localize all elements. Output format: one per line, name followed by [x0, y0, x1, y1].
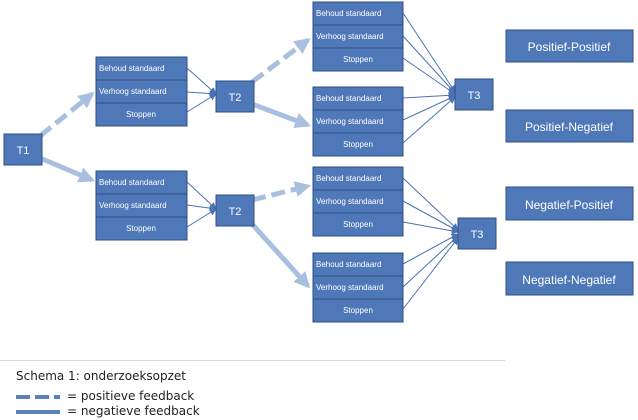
node-t1: T1 — [3, 133, 43, 166]
outcome-positief-negatief: Positief-Negatief — [505, 109, 634, 143]
arrow-thin — [186, 67, 217, 95]
arrow-thin — [402, 91, 456, 99]
option-stop: Stoppen — [343, 220, 373, 229]
option-stop: Stoppen — [126, 224, 156, 233]
arrow-thin — [402, 57, 456, 95]
option-stop: Stoppen — [126, 110, 156, 119]
arrow-t1-upper-dashed — [38, 91, 95, 138]
option-group-t1-upper: Behoud standaard Verhoog standaard Stopp… — [95, 56, 188, 127]
option-keep-standard: Behoud standaard — [316, 174, 381, 183]
node-t3-label: T3 — [468, 90, 481, 102]
outcome-label: Positief-Positief — [528, 40, 611, 54]
arrow-t1-lower-solid — [39, 155, 95, 183]
solid-line-icon — [16, 410, 60, 414]
option-group-pp: Behoud standaard Verhoog standaard Stopp… — [312, 1, 404, 72]
node-t3-upper: T3 — [454, 78, 494, 111]
arrow-thin — [402, 235, 459, 288]
node-t2-upper: T2 — [215, 80, 255, 113]
arrow-thin — [402, 221, 459, 235]
legend-label-negative: = negatieve feedback — [67, 404, 200, 418]
outcome-positief-positief: Positief-Positief — [505, 29, 634, 63]
outcome-negatief-negatief: Negatief-Negatief — [505, 261, 634, 296]
option-group-pn: Behoud standaard Verhoog standaard Stopp… — [312, 86, 404, 157]
legend: Schema 1: onderzoeksopzet = positieve fe… — [0, 360, 505, 420]
arrow-t2-upper-solid — [251, 101, 311, 128]
option-raise-standard: Verhoog standaard — [316, 283, 384, 292]
research-design-diagram: T1 T2 T2 T3 T3 Behoud standaard Verhoog … — [3, 1, 634, 323]
option-stop: Stoppen — [343, 55, 373, 64]
arrow-t2-lower-dashed — [251, 181, 312, 203]
option-stop: Stoppen — [343, 306, 373, 315]
option-group-t1-lower: Behoud standaard Verhoog standaard Stopp… — [95, 170, 188, 241]
outcome-label: Negatief-Positief — [525, 198, 614, 212]
arrow-thin — [402, 177, 459, 231]
option-keep-standard: Behoud standaard — [316, 9, 381, 18]
outcome-label: Negatief-Negatief — [522, 273, 616, 287]
option-stop: Stoppen — [343, 140, 373, 149]
option-keep-standard: Behoud standaard — [99, 178, 164, 187]
arrow-thin — [186, 208, 217, 228]
option-raise-standard: Verhoog standaard — [316, 117, 384, 126]
option-raise-standard: Verhoog standaard — [316, 32, 384, 41]
arrow-thin — [186, 204, 217, 212]
outcome-label: Positief-Negatief — [525, 120, 614, 134]
arrow-thin — [402, 12, 456, 93]
node-t2-label: T2 — [229, 206, 242, 218]
arrow-thin — [402, 237, 459, 310]
node-t3-label: T3 — [471, 229, 484, 241]
arrow-thin — [402, 233, 459, 265]
legend-label-positive: = positieve feedback — [67, 389, 195, 403]
option-raise-standard: Verhoog standaard — [99, 201, 167, 210]
node-t3-lower: T3 — [457, 217, 497, 250]
arrow-thin — [186, 93, 217, 113]
outcome-negatief-positief: Negatief-Positief — [505, 186, 634, 221]
arrow-thin — [402, 35, 456, 94]
arrow-t2-lower-solid — [250, 222, 311, 289]
option-raise-standard: Verhoog standaard — [316, 197, 384, 206]
dashed-line-icon — [16, 395, 60, 399]
option-raise-standard: Verhoog standaard — [99, 87, 167, 96]
option-group-np: Behoud standaard Verhoog standaard Stopp… — [312, 166, 404, 237]
node-t2-lower: T2 — [215, 194, 255, 227]
legend-title: Schema 1: onderzoeksopzet — [16, 369, 187, 383]
arrow-thin — [186, 181, 217, 210]
node-t2-label: T2 — [229, 92, 242, 104]
option-keep-standard: Behoud standaard — [316, 260, 381, 269]
arrow-thin — [402, 96, 456, 144]
arrow-thin — [402, 95, 456, 121]
arrow-t2-upper-dashed — [250, 38, 311, 84]
option-group-nn: Behoud standaard Verhoog standaard Stopp… — [312, 252, 404, 323]
arrow-thin — [186, 90, 217, 98]
arrow-thin — [402, 200, 459, 232]
node-t1-label: T1 — [17, 145, 30, 157]
option-keep-standard: Behoud standaard — [99, 64, 164, 73]
option-keep-standard: Behoud standaard — [316, 94, 381, 103]
